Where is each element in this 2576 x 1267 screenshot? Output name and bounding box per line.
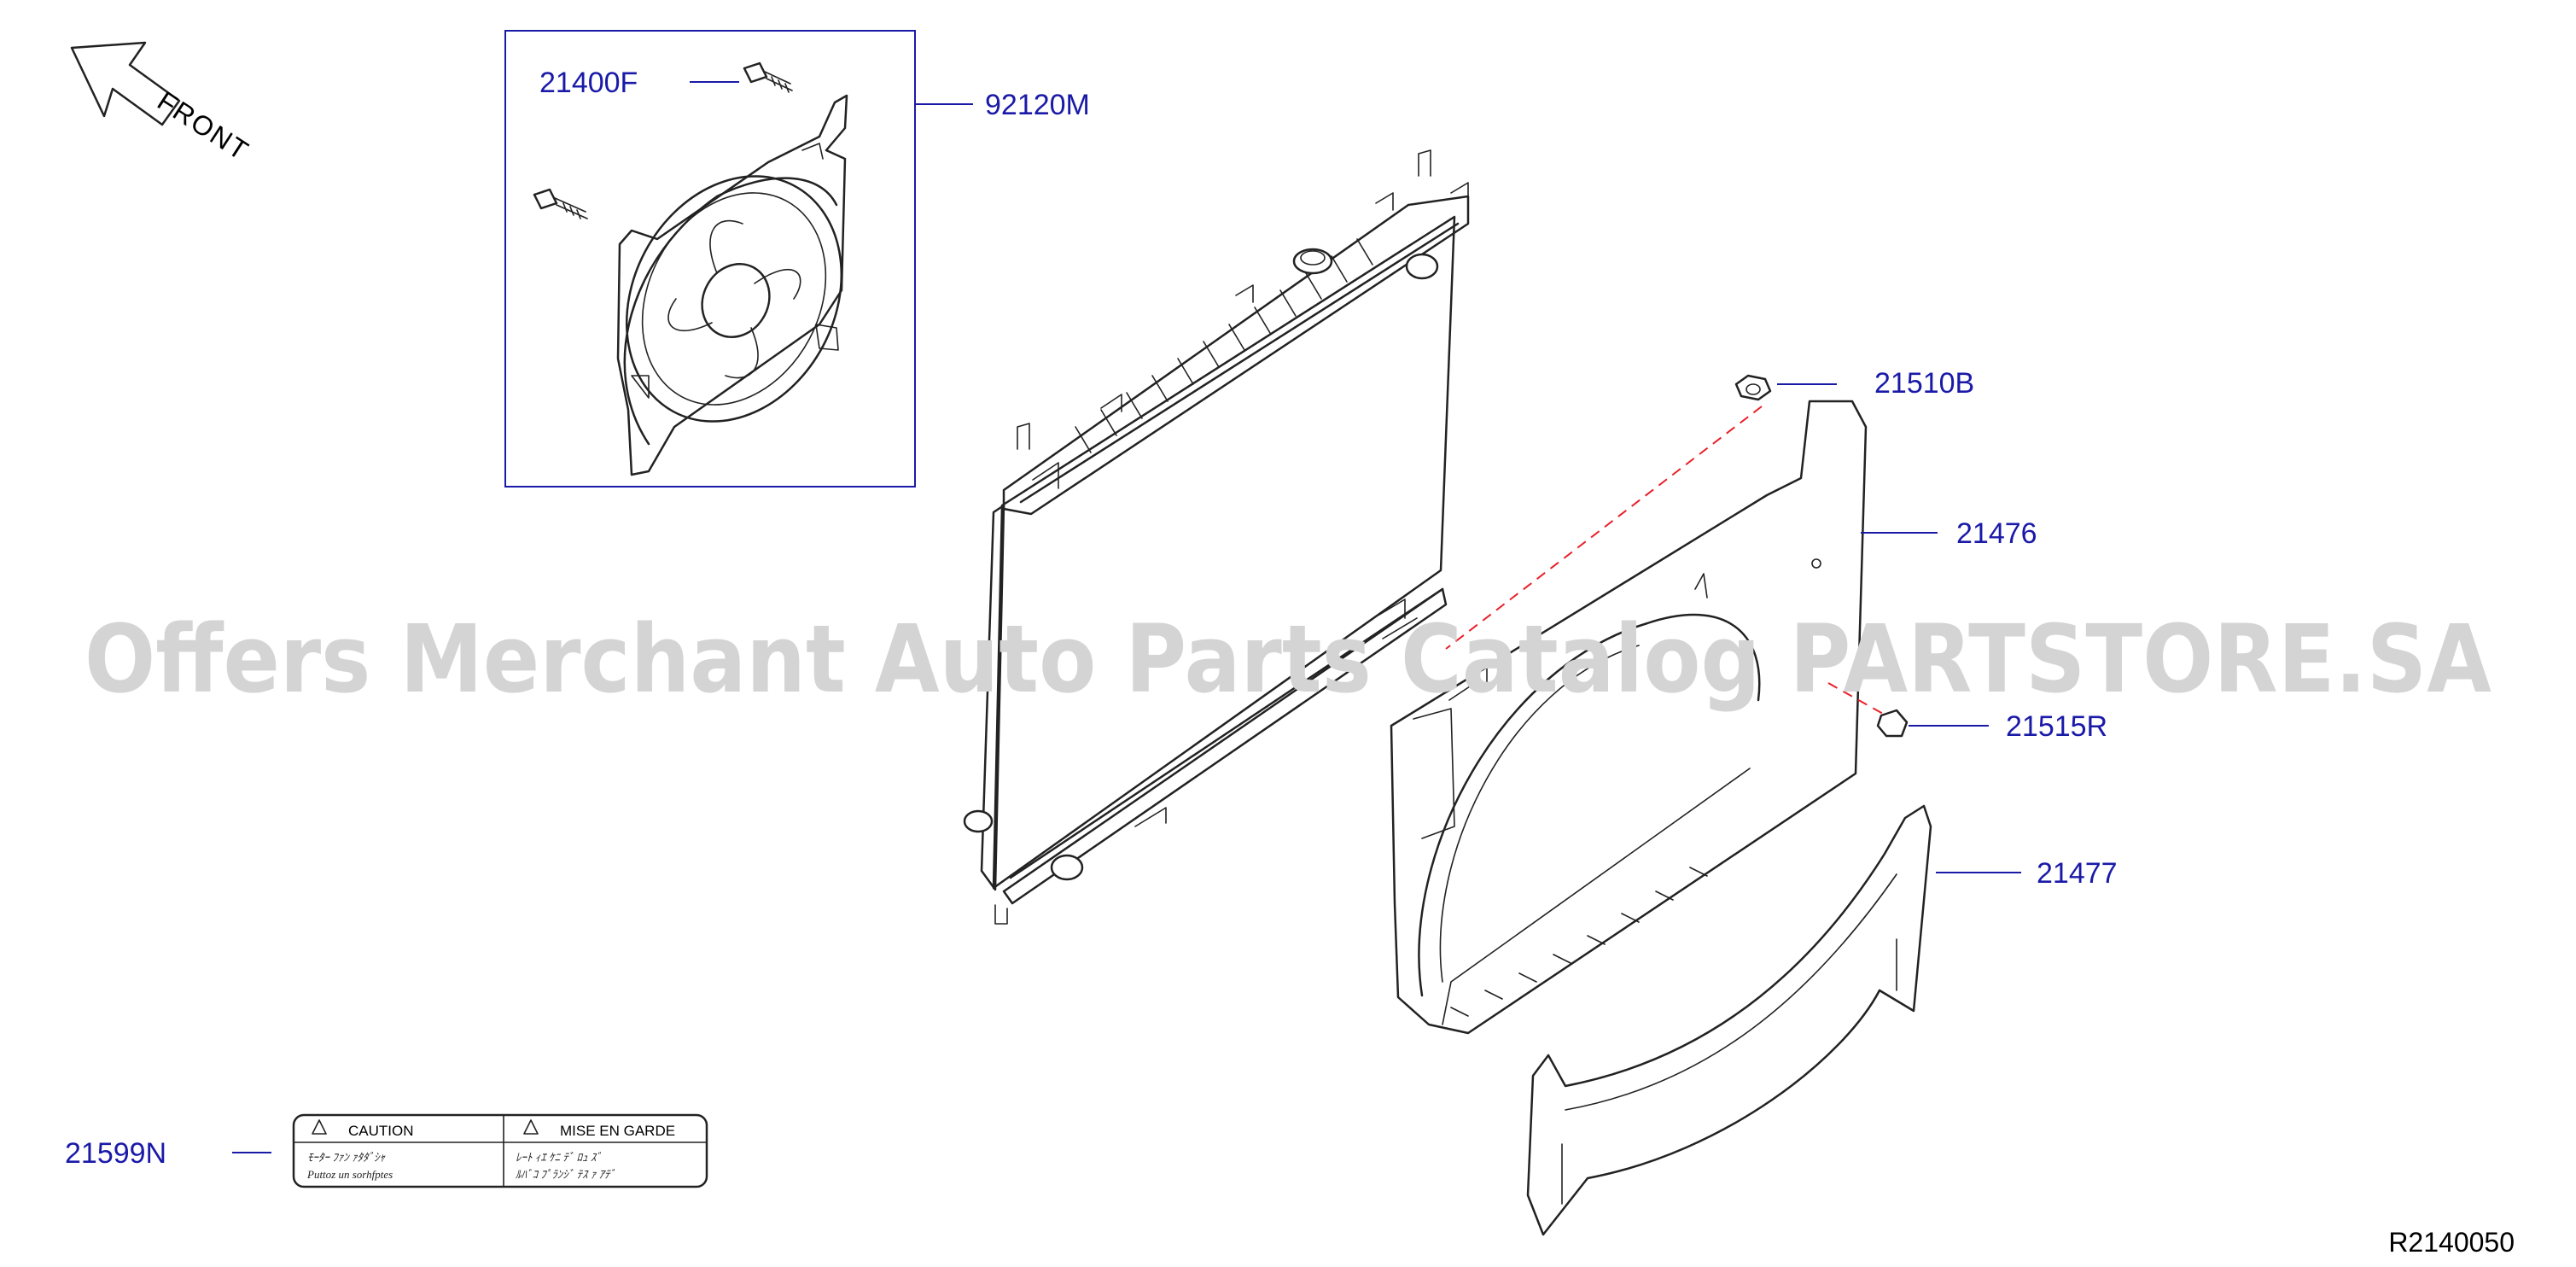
clip-21515R-icon[interactable] [1876,709,1909,738]
fan-motor-assembly[interactable] [585,94,883,476]
caution-text-right-1: ﾚｰﾄ ｨｴ ｹﾆ ﾃﾞ ﾛｭ ｽﾞ [516,1151,602,1164]
part-label-21599N[interactable]: 21599N [65,1137,166,1170]
part-label-21515R[interactable]: 21515R [2006,710,2107,743]
shroud-lower-21477[interactable] [1526,804,1932,1236]
caution-heading-fr: MISE EN GARDE [560,1123,675,1139]
caution-label-21599N[interactable] [292,1113,708,1188]
guide-21515R [1827,682,1884,715]
part-label-21477[interactable]: 21477 [2037,857,2118,890]
part-label-21400F[interactable]: 21400F [539,67,638,99]
caution-text-right-2: ﾙﾊﾞｺ ﾌﾟﾗﾝｼﾞ ﾃｽ ｧ ｱﾃﾞ [516,1168,615,1181]
front-label: FRONT [152,85,254,167]
part-label-21476[interactable]: 21476 [1956,517,2037,550]
shroud-upper-21476[interactable] [1390,400,1868,1035]
fan-assembly-box [504,30,916,488]
caution-text-left-2: Puttoz un sorhfptes [306,1168,393,1181]
bolt-icon [533,188,588,219]
nut-21510B-icon[interactable] [1734,374,1772,401]
guide-21510B [1445,406,1763,650]
bolt-21400F-icon[interactable] [743,61,793,93]
caution-heading-en: CAUTION [348,1123,414,1139]
diagram-reference-code: R2140050 [2388,1227,2515,1258]
part-label-21510B[interactable]: 21510B [1874,367,1974,400]
part-label-92120M[interactable]: 92120M [985,89,1090,121]
front-arrow-icon [70,41,181,126]
caution-text-left-1: ﾓｰﾀｰ ﾌｧﾝ ｧﾀﾀﾞｼｬ [307,1151,387,1164]
radiator[interactable] [963,149,1470,925]
watermark-text: Offers Merchant Auto Parts Catalog PARTS… [85,604,2491,714]
